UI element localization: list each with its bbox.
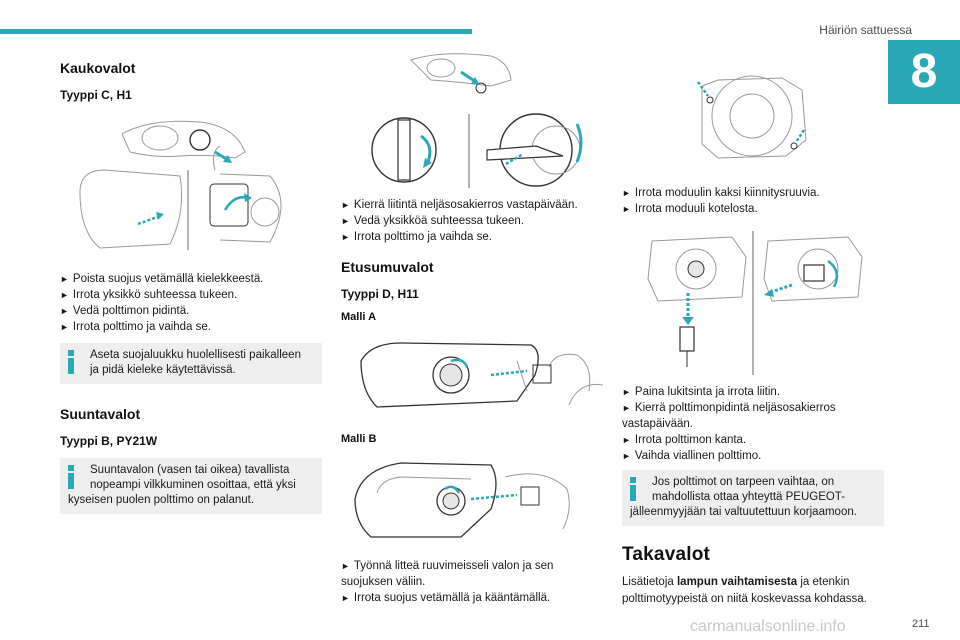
step: ►Vaihda viallinen polttimo. <box>622 450 762 462</box>
triangle-bullet-icon: ► <box>622 435 631 445</box>
triangle-bullet-icon: ► <box>60 306 69 316</box>
step: ►Irrota polttimon kanta. <box>622 434 747 446</box>
triangle-bullet-icon: ► <box>622 387 631 397</box>
info-icon <box>629 477 637 501</box>
step: suojuksen väliin. <box>341 576 426 588</box>
step: ►Kierrä liitintä neljäsosakierros vastap… <box>341 199 578 211</box>
chapter-title: Häiriön sattuessa <box>819 23 912 37</box>
info-icon <box>67 465 75 489</box>
illustration-connector-rotation <box>341 50 603 192</box>
column-1: Kaukovalot Tyyppi C, H1 ►Poista suojus <box>60 50 322 514</box>
illustration-connector-lock <box>622 227 884 377</box>
step: ►Poista suojus vetämällä kielekkeestä. <box>60 273 264 285</box>
info-note-indicators: Suuntavalon (vasen tai oikea) tavallista… <box>60 458 322 514</box>
illustration-high-beam <box>60 112 322 262</box>
triangle-bullet-icon: ► <box>341 200 350 210</box>
heading-indicators: Suuntavalot <box>60 406 141 422</box>
illustration-fog-model-a <box>341 331 603 417</box>
heading-high-beam: Kaukovalot <box>60 60 136 76</box>
illustration-module-screws <box>622 70 884 174</box>
triangle-bullet-icon: ► <box>622 403 631 413</box>
link-bulb-replacement[interactable]: lampun vaihtamisesta <box>676 576 798 588</box>
steps-fog-cover: ►Työnnä litteä ruuvimeisseli valon ja se… <box>341 559 603 606</box>
steps-high-beam: ►Poista suojus vetämällä kielekkeestä. ►… <box>60 272 322 335</box>
triangle-bullet-icon: ► <box>341 593 350 603</box>
model-a-label: Malli A <box>341 311 377 323</box>
chapter-number-badge: 8 <box>888 40 960 104</box>
subheading-type-d: Tyyppi D, H11 <box>341 287 419 301</box>
triangle-bullet-icon: ► <box>60 290 69 300</box>
triangle-bullet-icon: ► <box>622 204 631 214</box>
info-icon <box>67 350 75 374</box>
step: ►Irrota yksikkö suhteessa tukeen. <box>60 289 238 301</box>
steps-bulb-holder: ►Paina lukitsinta ja irrota liitin. ►Kie… <box>622 385 884 464</box>
step: ►Irrota polttimo ja vaihda se. <box>341 231 492 243</box>
triangle-bullet-icon: ► <box>60 322 69 332</box>
step: ►Vedä yksikköä suhteessa tukeen. <box>341 215 524 227</box>
column-2: ►Kierrä liitintä neljäsosakierros vastap… <box>341 50 603 607</box>
illustration-fog-model-b <box>341 453 603 541</box>
steps-connector: ►Kierrä liitintä neljäsosakierros vastap… <box>341 198 603 245</box>
watermark: carmanualsonline.info <box>690 618 846 635</box>
step: ►Irrota polttimo ja vaihda se. <box>60 321 211 333</box>
step: ►Irrota moduulin kaksi kiinnitysruuvia. <box>622 187 820 199</box>
heading-front-fog: Etusumuvalot <box>341 259 434 275</box>
info-note-dealer: Jos polttimot on tarpeen vaihtaa, on mah… <box>622 470 884 526</box>
rear-lights-paragraph: Lisätietoja lampun vaihtamisesta ja eten… <box>622 576 867 605</box>
step: ►Kierrä polttimonpidintä neljäsosakierro… <box>622 402 836 414</box>
triangle-bullet-icon: ► <box>622 451 631 461</box>
step: ►Irrota suojus vetämällä ja kääntämällä. <box>341 592 551 604</box>
heading-rear-lights: Takavalot <box>622 544 711 565</box>
triangle-bullet-icon: ► <box>341 232 350 242</box>
triangle-bullet-icon: ► <box>341 561 350 571</box>
steps-module: ►Irrota moduulin kaksi kiinnitysruuvia. … <box>622 186 884 217</box>
triangle-bullet-icon: ► <box>60 274 69 284</box>
step: ►Vedä polttimon pidintä. <box>60 305 190 317</box>
subheading-type-b: Tyyppi B, PY21W <box>60 434 158 448</box>
subheading-type-c: Tyyppi C, H1 <box>60 88 132 102</box>
info-note-high-beam: Aseta suojaluukku huolellisesti paikalle… <box>60 343 322 384</box>
top-accent-bar <box>0 29 472 34</box>
triangle-bullet-icon: ► <box>622 188 631 198</box>
step: ►Työnnä litteä ruuvimeisseli valon ja se… <box>341 560 554 572</box>
step: vastapäivään. <box>622 418 693 430</box>
page-number: 211 <box>912 618 930 630</box>
model-b-label: Malli B <box>341 433 377 445</box>
triangle-bullet-icon: ► <box>341 216 350 226</box>
column-3: ►Irrota moduulin kaksi kiinnitysruuvia. … <box>622 50 884 608</box>
step: ►Paina lukitsinta ja irrota liitin. <box>622 386 781 398</box>
step: ►Irrota moduuli kotelosta. <box>622 203 758 215</box>
